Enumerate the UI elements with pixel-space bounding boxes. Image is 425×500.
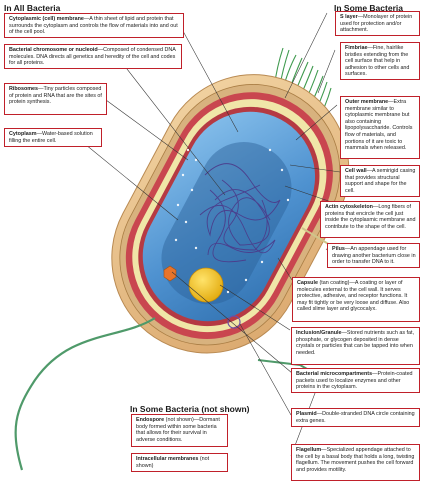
label-desc: Monolayer of protein used for protection…	[340, 14, 413, 34]
label-desc: Stored nutrients such as fat, phosphate,…	[296, 330, 415, 356]
label-term: Bacterial microcompartments	[296, 371, 373, 377]
label-outer-membrane: Outer membrane—Extra membrane similar to…	[340, 96, 420, 159]
label-desc: A thin sheet of lipid and protein that s…	[9, 16, 178, 36]
label-endospore: Endospore (not shown)—Dormant body forme…	[131, 414, 228, 447]
label-intracellular-membranes: Intracellular membranes (not shown)	[131, 453, 228, 472]
label-term: Inclusion/Granule	[296, 330, 342, 336]
label-desc: Long fibers of proteins that encircle th…	[325, 204, 416, 230]
label-term: Flagellum	[296, 447, 322, 453]
label-s-layer: S layer—Monolayer of protein used for pr…	[335, 11, 420, 36]
label-desc: Composed of condensed DNA molecules. DNA…	[9, 47, 176, 67]
label-term: Actin cytoskeleton	[325, 204, 373, 210]
label-term: Cytoplasm	[9, 131, 37, 137]
label-capsule: Capsule (tan coating)—A coating or layer…	[292, 277, 420, 322]
label-nucleoid: Bacterial chromosome or nucleoid—Compose…	[4, 44, 182, 69]
label-pilus: Pilus—An appendage used for drawing anot…	[327, 243, 420, 268]
label-plasmid: Plasmid—Double-stranded DNA circle conta…	[291, 408, 420, 427]
nucleoid	[199, 163, 281, 263]
label-term: Pilus	[332, 246, 345, 252]
label-term: Cell wall	[345, 168, 367, 174]
flagellum	[14, 317, 156, 471]
label-term: Capsule	[297, 280, 318, 286]
label-term: Fimbriae	[345, 45, 368, 51]
inclusion-granule	[188, 267, 224, 303]
label-desc: Specialized appendage attached to the ce…	[296, 447, 415, 473]
label-desc: Protein-coated packets used to localize …	[296, 371, 413, 391]
label-desc: (not shown)—Dormant body formed within s…	[136, 417, 220, 443]
label-term: Intracellular membranes	[136, 456, 199, 462]
label-term: Plasmid	[296, 411, 317, 417]
label-term: Ribosomes	[9, 86, 39, 92]
label-microcompartments: Bacterial microcompartments—Protein-coat…	[291, 368, 420, 393]
label-term: Endospore	[136, 417, 165, 423]
label-desc: Extra membrane similar to cytoplasmic me…	[345, 99, 413, 152]
label-desc: A semirigid casing that provides structu…	[345, 168, 416, 194]
label-term: Outer membrane	[345, 99, 389, 105]
label-desc: Fine, hairlike bristles extending from t…	[345, 45, 410, 78]
label-term: S layer	[340, 14, 358, 20]
label-ribosomes: Ribosomes—Tiny particles composed of pro…	[4, 83, 107, 115]
heading-all-bacteria: In All Bacteria	[4, 3, 61, 13]
label-flagellum: Flagellum—Specialized appendage attached…	[291, 444, 420, 481]
label-actin-cytoskeleton: Actin cytoskeleton—Long fibers of protei…	[320, 201, 420, 238]
pilus	[301, 227, 331, 246]
label-term: Cytoplasmic (cell) membrane	[9, 16, 84, 22]
label-fimbriae: Fimbriae—Fine, hairlike bristles extendi…	[340, 42, 420, 80]
label-cytoplasm: Cytoplasm—Water-based solution filling t…	[4, 128, 102, 147]
cutaway-shadow	[161, 141, 292, 305]
label-term: Bacterial chromosome or nucleoid	[9, 47, 98, 53]
plasmid	[227, 315, 241, 329]
heading-some-bacteria-not-shown: In Some Bacteria (not shown)	[130, 404, 250, 414]
heading-some-bacteria: In Some Bacteria	[334, 3, 403, 13]
leader-lines	[79, 12, 344, 457]
ribosomes	[174, 148, 290, 302]
label-cytoplasmic-membrane: Cytoplasmic (cell) membrane—A thin sheet…	[4, 13, 184, 38]
label-desc: (tan coating)—A coating or layer of mole…	[297, 280, 410, 313]
label-cell-wall: Cell wall—A semirigid casing that provid…	[340, 165, 420, 197]
microcompartment	[163, 265, 177, 282]
label-desc: Tiny particles composed of protein and R…	[9, 86, 102, 106]
label-desc: (not shown)	[136, 456, 210, 469]
label-desc: An appendage used for drawing another ba…	[332, 246, 416, 266]
label-desc: Water-based solution filling the entire …	[9, 131, 93, 144]
label-desc: Double-stranded DNA circle containing ex…	[296, 411, 415, 424]
label-inclusion-granule: Inclusion/Granule—Stored nutrients such …	[291, 327, 420, 365]
